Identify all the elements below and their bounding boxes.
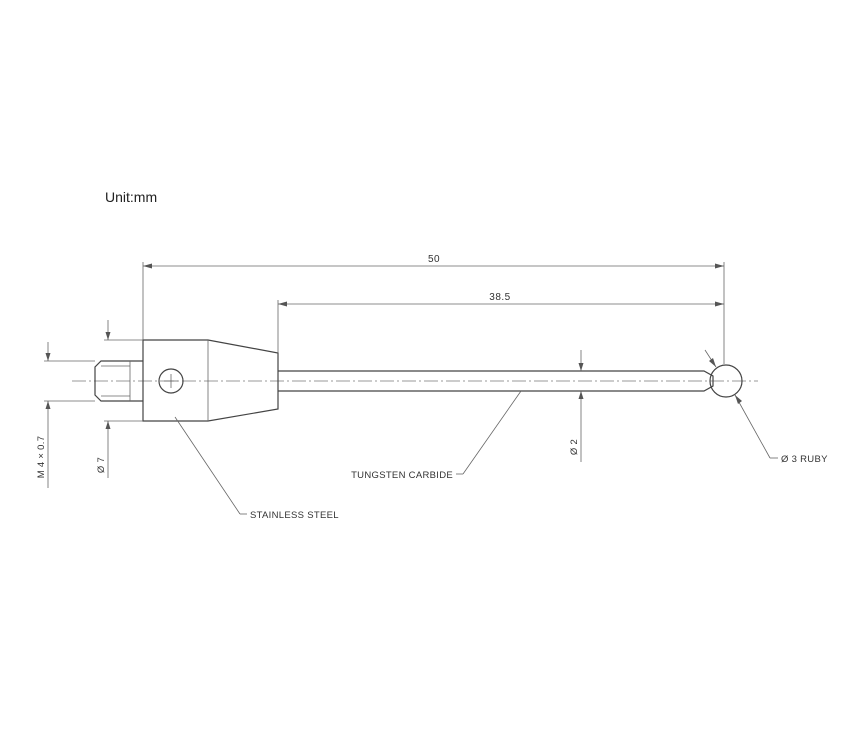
arrow-ball-bottom-icon xyxy=(735,395,742,404)
stainless-steel-body xyxy=(142,339,279,422)
arrow-right-icon xyxy=(715,263,724,269)
arrow-left-icon xyxy=(143,263,152,269)
cross-hole xyxy=(158,368,184,394)
unit-label: Unit:mm xyxy=(105,189,158,205)
ball-leader-bottom xyxy=(734,394,771,459)
thread-part xyxy=(94,360,143,402)
ball-diameter-label: Ø 3 RUBY xyxy=(781,454,828,465)
stem-material-leader xyxy=(462,390,522,475)
tungsten-carbide-stem xyxy=(278,370,714,392)
body-material-label: STAINLESS STEEL xyxy=(250,510,339,521)
arrow-body-top-icon xyxy=(105,332,111,340)
arrow-thread-top-icon xyxy=(45,353,51,361)
arrow-stem-top-icon xyxy=(578,363,584,371)
body-material-leader xyxy=(174,416,241,515)
arrow-body-bottom-icon xyxy=(105,421,111,429)
arrow-stem-bottom-icon xyxy=(578,391,584,399)
stem-length-value: 38.5 xyxy=(489,292,510,303)
arrow-ball-top-icon xyxy=(709,358,716,367)
stem-material-label: TUNGSTEN CARBIDE xyxy=(351,470,453,481)
arrow-stem-left-icon xyxy=(278,301,287,307)
arrow-stem-right-icon xyxy=(715,301,724,307)
thread-size-label: M 4 × 0.7 xyxy=(36,436,47,479)
ruby-ball xyxy=(709,364,743,398)
arrow-thread-bottom-icon xyxy=(45,401,51,409)
overall-length-value: 50 xyxy=(428,254,440,265)
body-diameter-label: Ø 7 xyxy=(96,457,107,473)
stem-diameter-label: Ø 2 xyxy=(569,439,580,455)
